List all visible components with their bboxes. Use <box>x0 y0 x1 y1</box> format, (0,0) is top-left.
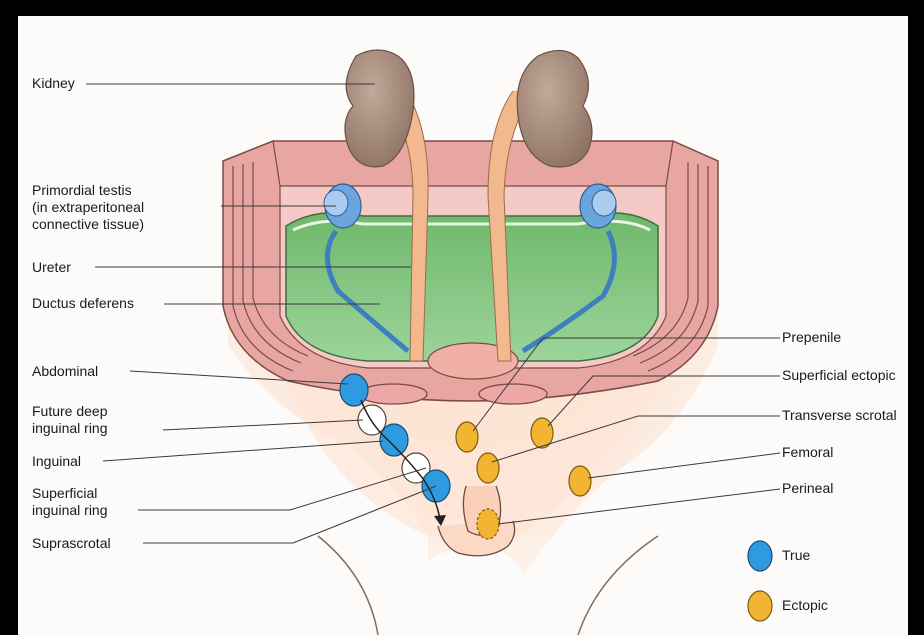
label-superficial-inguinal-ring: Superficial inguinal ring <box>32 485 108 519</box>
legend-true-label: True <box>782 547 810 564</box>
label-prepenile: Prepenile <box>782 329 841 346</box>
undescended-testis-illustration <box>18 16 908 635</box>
label-femoral: Femoral <box>782 444 833 461</box>
deep-ring-right <box>479 384 547 404</box>
label-abdominal: Abdominal <box>32 363 98 380</box>
ectopic-femoral <box>569 466 591 496</box>
label-suprascrotal: Suprascrotal <box>32 535 111 552</box>
label-primordial-testis: Primordial testis (in extraperitoneal co… <box>32 182 144 233</box>
label-perineal: Perineal <box>782 480 833 497</box>
ectopic-perineal <box>477 509 499 539</box>
label-ureter: Ureter <box>32 259 71 276</box>
testis-abdominal <box>340 374 368 406</box>
legend-ectopic-label: Ectopic <box>782 597 828 614</box>
diagram-panel: Kidney Primordial testis (in extraperito… <box>18 16 908 635</box>
legend-true-swatch <box>748 541 772 571</box>
legend-ectopic-swatch <box>748 591 772 621</box>
label-future-deep-inguinal-ring: Future deep inguinal ring <box>32 403 108 437</box>
peritoneum <box>286 213 658 361</box>
label-superficial-ectopic: Superficial ectopic <box>782 367 896 384</box>
ectopic-prepenile <box>456 422 478 452</box>
label-transverse-scrotal: Transverse scrotal <box>782 407 897 424</box>
primordial-testis-right <box>580 184 616 228</box>
deep-ring-left <box>359 384 427 404</box>
label-ductus-deferens: Ductus deferens <box>32 295 134 312</box>
ectopic-transverse-scrotal <box>477 453 499 483</box>
label-inguinal: Inguinal <box>32 453 81 470</box>
testis-inguinal <box>380 424 408 456</box>
label-kidney: Kidney <box>32 75 75 92</box>
